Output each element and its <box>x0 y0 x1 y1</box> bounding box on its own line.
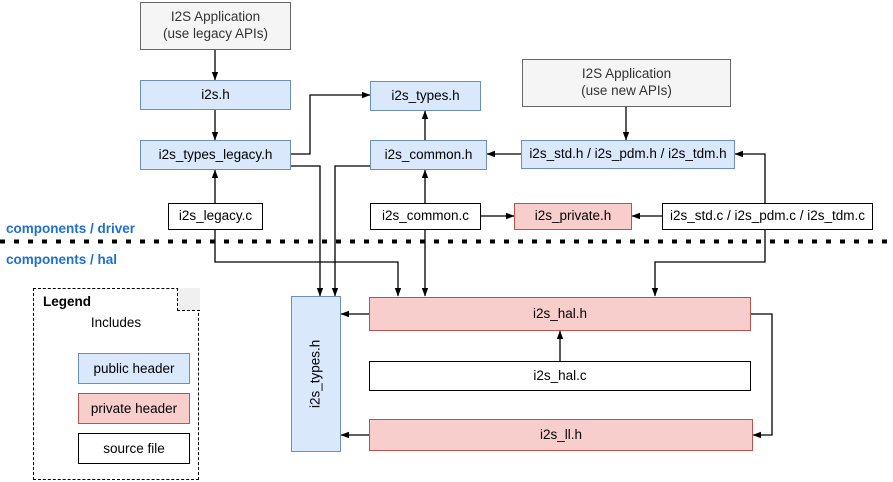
edge-typeslegacy-to-types <box>291 91 371 155</box>
edge-halh-to-llh <box>751 313 773 439</box>
node-i2s-types-h-vertical[interactable]: i2s_types.h <box>291 296 341 452</box>
legend-swatch-source-file: source file <box>78 433 190 464</box>
node-app-legacy-line1: I2S Application <box>170 9 261 25</box>
node-i2s-h[interactable]: i2s.h <box>140 80 291 110</box>
node-app-new-line2: (use new APIs) <box>581 83 672 98</box>
node-i2s-ll-h[interactable]: i2s_ll.h <box>369 419 753 451</box>
node-i2s-types-h[interactable]: i2s_types.h <box>370 81 481 111</box>
node-i2s-std-c-group[interactable]: i2s_std.c / i2s_pdm.c / i2s_tdm.c <box>662 203 873 230</box>
zone-label-hal: components / hal <box>6 252 118 267</box>
edge-i2sstdc-to-i2sstdh <box>734 150 766 203</box>
zone-label-driver: components / driver <box>6 221 136 236</box>
edge-commonh-to-vtypes <box>331 165 370 297</box>
node-app-new[interactable]: I2S Application (use new APIs) <box>522 59 731 107</box>
node-i2s-legacy-c[interactable]: i2s_legacy.c <box>168 203 263 230</box>
node-i2s-common-c[interactable]: i2s_common.c <box>370 203 481 230</box>
node-i2s-types-legacy-h[interactable]: i2s_types_legacy.h <box>140 140 291 170</box>
node-i2s-common-h[interactable]: i2s_common.h <box>370 140 487 170</box>
node-i2s-std-h-group[interactable]: i2s_std.h / i2s_pdm.h / i2s_tdm.h <box>521 140 735 169</box>
legend-includes-label: Includes <box>90 315 142 330</box>
legend-box: Legend Includes public header private he… <box>33 287 200 480</box>
edge-legacyc-to-hal <box>214 230 402 297</box>
legend-title: Legend <box>43 294 92 309</box>
node-i2s-private-h[interactable]: i2s_private.h <box>514 203 632 230</box>
node-i2s-hal-h[interactable]: i2s_hal.h <box>369 297 751 331</box>
node-app-legacy-line2: (use legacy APIs) <box>162 26 269 41</box>
node-app-new-line1: I2S Application <box>581 66 672 82</box>
legend-swatch-private-header: private header <box>78 393 190 424</box>
legend-fold-corner <box>176 287 200 311</box>
edge-i2sstdc-to-hal <box>651 230 766 297</box>
edge-typeslegacy-to-vtypes <box>291 165 324 297</box>
legend-swatch-public-header: public header <box>78 353 190 384</box>
node-i2s-hal-c[interactable]: i2s_hal.c <box>369 361 751 391</box>
node-app-legacy[interactable]: I2S Application (use legacy APIs) <box>140 2 291 50</box>
